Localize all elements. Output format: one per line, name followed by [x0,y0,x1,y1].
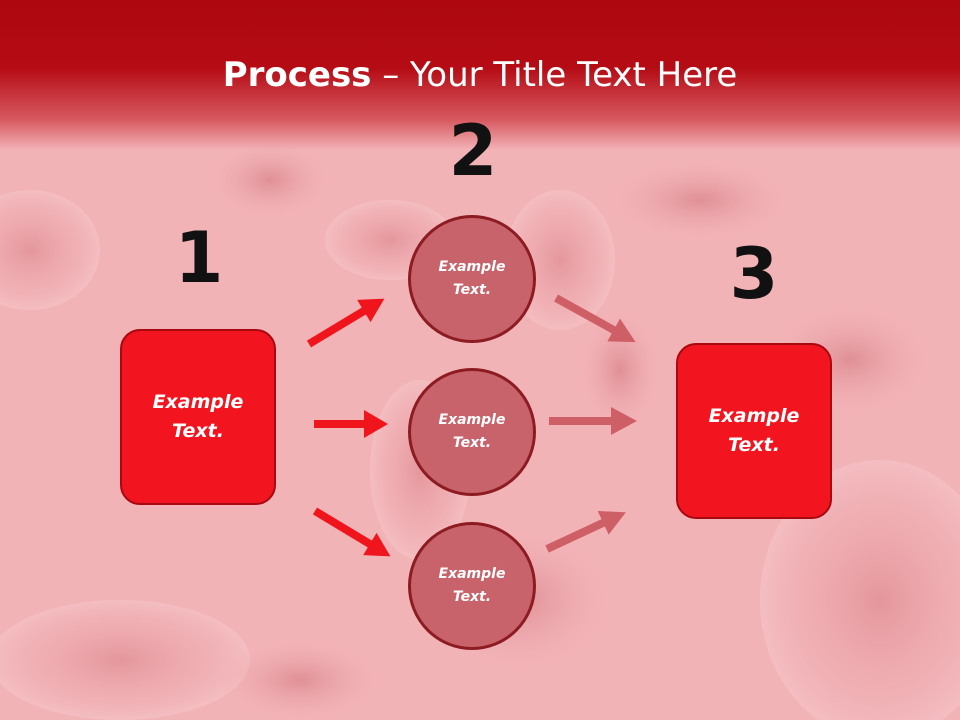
circle-2-line2: Text. [452,435,492,451]
circle-2-line1: Example [438,412,506,428]
title-bold: Process [222,55,372,95]
slide-title: Process – Your Title Text Here [0,52,960,98]
process-box-start-text: Example Text. [153,388,244,446]
circle-1-line1: Example [438,259,506,275]
process-box-start: Example Text. [120,329,276,505]
circle-3-line1: Example [438,566,506,582]
circle-2-text: Example Text. [439,409,506,455]
arrow-from-circle-2 [549,407,637,435]
process-box-end: Example Text. [676,343,832,519]
circle-1-text: Example Text. [439,256,506,302]
circle-1-line2: Text. [452,282,492,298]
process-box-end-text: Example Text. [709,402,800,460]
box-start-line1: Example [152,391,244,413]
process-circle-1: Example Text. [408,215,536,343]
arrow-to-circle-2 [314,410,388,438]
box-end-line2: Text. [728,434,780,456]
title-bar [0,0,960,150]
step-number-1: 1 [174,217,224,299]
process-circle-2: Example Text. [408,368,536,496]
title-rest: – Your Title Text Here [371,55,738,95]
circle-3-line2: Text. [452,589,492,605]
box-end-line1: Example [708,405,800,427]
circle-3-text: Example Text. [439,563,506,609]
process-circle-3: Example Text. [408,522,536,650]
arrow-to-circle-3 [312,507,391,557]
step-number-3: 3 [729,233,779,315]
step-number-2: 2 [448,110,498,192]
arrow-from-circle-3 [545,511,626,553]
arrow-to-circle-1 [306,298,385,348]
box-start-line2: Text. [172,420,224,442]
arrow-from-circle-1 [554,294,636,343]
